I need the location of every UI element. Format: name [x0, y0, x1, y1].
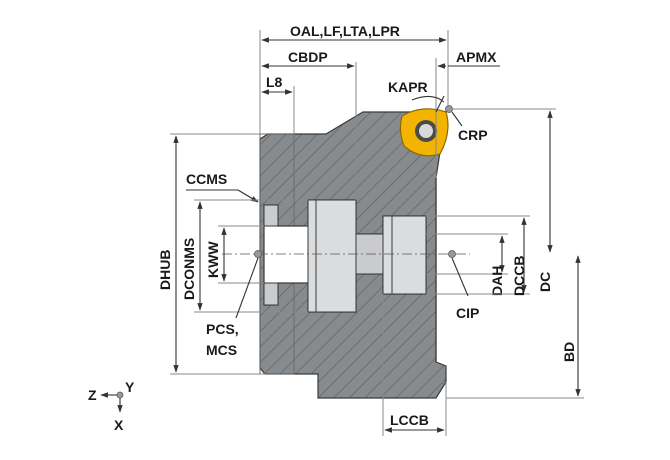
pcs-label: PCS, [206, 321, 239, 337]
cbdp-label: CBDP [288, 49, 328, 65]
dhub-label: DHUB [157, 250, 173, 290]
bd-label: BD [561, 342, 577, 362]
pcs-point [254, 250, 262, 258]
crp-leader [451, 111, 463, 127]
cip-leader [451, 257, 469, 297]
crp-label: CRP [458, 127, 488, 143]
apmx-label: APMX [456, 49, 497, 65]
kapr-label: KAPR [388, 79, 428, 95]
axis-z-label: Z [88, 387, 97, 403]
axis-y-label: Y [125, 379, 135, 395]
dccb-label: DCCB [511, 256, 527, 296]
bore-shade-1 [263, 204, 279, 227]
dah-label: DAH [489, 266, 505, 296]
kapr-leader [435, 95, 445, 113]
crp-point [445, 105, 453, 113]
kapr-arc [411, 95, 445, 103]
lccb-label: LCCB [390, 412, 429, 428]
bore-shade-5 [382, 215, 427, 295]
ccms-label: CCMS [186, 171, 227, 187]
pcs-leader [235, 257, 259, 319]
insert-screw-inner [419, 124, 433, 138]
axis-triad: Z Y X [88, 379, 135, 433]
dc-label: DC [537, 272, 553, 292]
bore-shade-3 [307, 199, 357, 313]
axis-origin [116, 391, 124, 399]
oal-label: OAL,LF,LTA,LPR [290, 23, 400, 39]
mcs-label: MCS [206, 342, 237, 358]
kww-label: KWW [205, 241, 221, 278]
cip-label: CIP [456, 305, 479, 321]
cip-point [448, 250, 456, 258]
axis-x-label: X [114, 417, 124, 433]
bore-shade-2 [263, 282, 279, 306]
l8-label: L8 [266, 74, 283, 90]
dconms-label: DCONMS [181, 238, 197, 300]
